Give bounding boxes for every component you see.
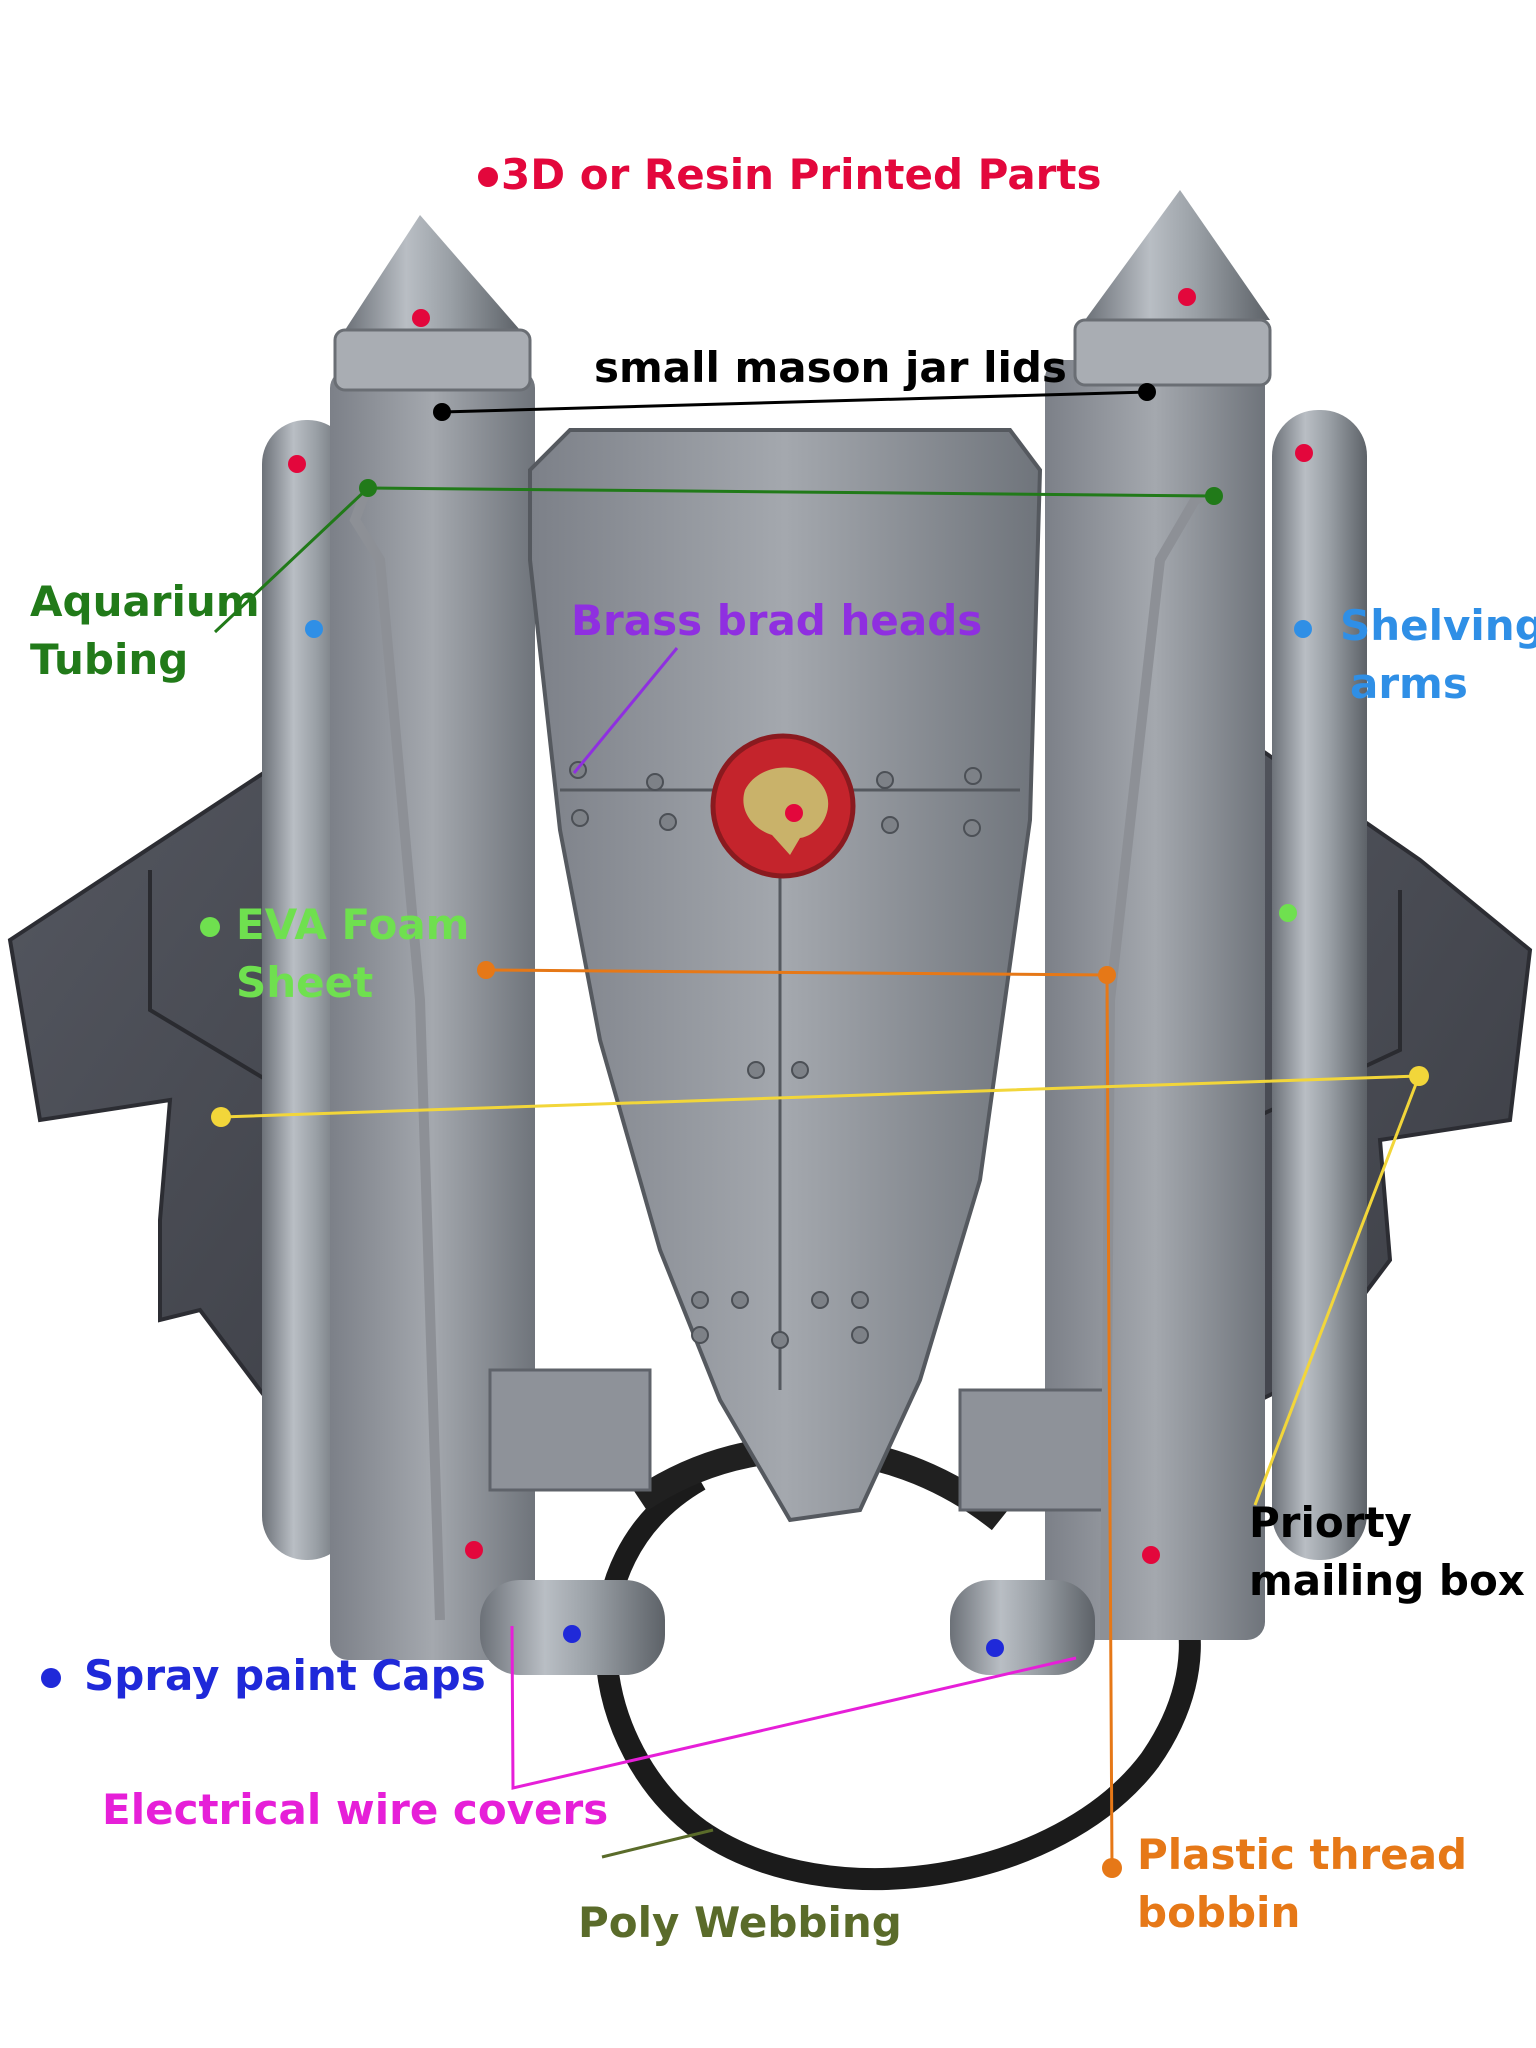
right-nose-cone [1085, 190, 1270, 320]
printed-parts-label: 3D or Resin Printed Parts [501, 150, 1102, 199]
aquarium-label: Aquarium Tubing [30, 573, 260, 689]
priority-markers [211, 1066, 1429, 1127]
priority-label-line1: Priorty [1249, 1498, 1412, 1547]
bobbin-markers [477, 961, 1116, 984]
right-shelving-arm-cylinder [1272, 410, 1367, 1560]
aquarium-label-line1: Aquarium [30, 577, 260, 626]
eva-legend-dot [200, 917, 220, 937]
bobbin-label-line2: bobbin [1137, 1888, 1301, 1937]
left-wire-cover-band [488, 1368, 652, 1492]
eva-markers [1279, 904, 1297, 922]
shelving-label-line2: arms [1350, 659, 1468, 708]
right-bottom-cap [950, 1580, 1095, 1675]
right-wire-cover-band [958, 1388, 1112, 1512]
left-aquarium-tubing [349, 478, 445, 1621]
shelving-markers [305, 620, 1312, 638]
left-main-cylinder [330, 370, 535, 1660]
wire-label: Electrical wire covers [102, 1785, 609, 1834]
shelving-label-line1: Shelving [1340, 601, 1536, 650]
bobbin-legend-dot [1102, 1858, 1122, 1878]
mason-jar-label: small mason jar lids [594, 343, 1067, 392]
left-mason-jar-lid [333, 328, 532, 392]
printed-legend-dot [478, 167, 498, 187]
eva-label-line2: Sheet [236, 958, 374, 1007]
spray-legend-dot [41, 1668, 61, 1688]
priority-label-line2: mailing box [1249, 1556, 1525, 1605]
eagle-head-icon [710, 733, 856, 879]
poly-label: Poly Webbing [578, 1898, 902, 1947]
spray-label: Spray paint Caps [84, 1651, 486, 1700]
priority-label: Priorty mailing box [1249, 1494, 1525, 1610]
bobbin-label: Plastic thread bobbin [1137, 1826, 1467, 1942]
eva-label-line1: EVA Foam [236, 900, 470, 949]
aquarium-label-line2: Tubing [30, 635, 189, 684]
aquarium-markers [359, 479, 1223, 505]
spray-cap-markers [563, 1625, 1004, 1657]
brass-label: Brass brad heads [571, 596, 983, 645]
right-mason-jar-lid [1073, 318, 1272, 387]
right-main-cylinder [1045, 360, 1265, 1640]
central-box-body [528, 428, 1043, 1523]
bobbin-label-line1: Plastic thread [1137, 1830, 1468, 1879]
left-nose-cone [345, 215, 520, 330]
shelving-label: Shelving arms [1340, 597, 1536, 713]
printed-part-markers [288, 288, 1313, 1564]
mason-jar-markers [433, 383, 1156, 421]
eva-label: EVA Foam Sheet [236, 896, 469, 1012]
left-shelving-arm-cylinder [262, 420, 352, 1560]
